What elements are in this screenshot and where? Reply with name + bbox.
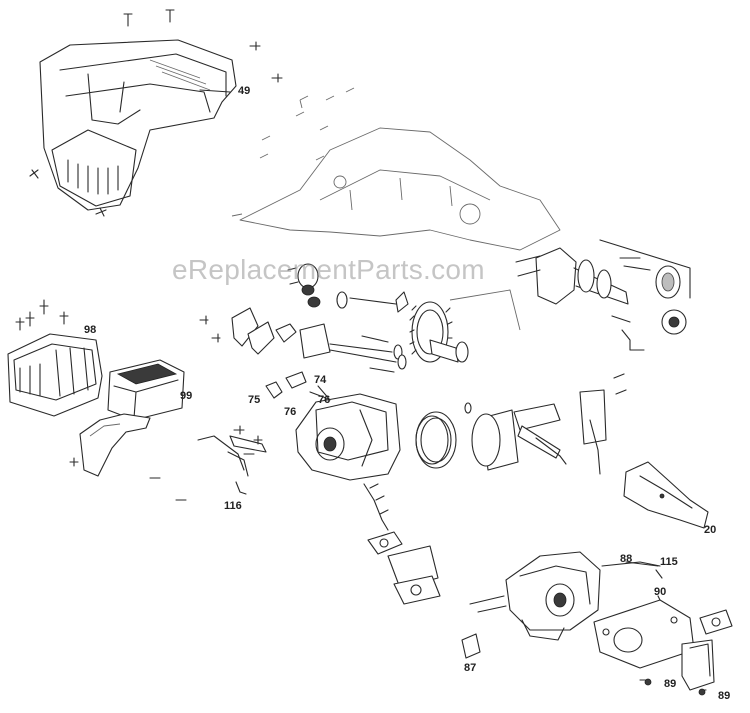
piston-part [415, 373, 627, 475]
shroud-screws [29, 9, 283, 217]
part-label-87: 87 [464, 662, 477, 674]
watermark-text: eReplacementParts.com [172, 254, 485, 285]
part-label-20: 20 [704, 524, 717, 536]
intake-elbow-part [69, 413, 187, 501]
carb-bracket-part [593, 599, 733, 696]
part-label-75: 75 [248, 394, 261, 406]
heat-shield-part [623, 461, 709, 529]
part-label-99: 99 [180, 390, 193, 402]
governor-linkage-part [197, 425, 267, 495]
part-label-74: 74 [314, 374, 327, 386]
crankcase-cover-part [231, 87, 561, 251]
part-label-90: 90 [654, 586, 667, 598]
carburetor-part [461, 551, 661, 659]
part-label-89-left: 89 [664, 678, 677, 690]
part-label-98: 98 [84, 324, 97, 336]
engine-shroud-part [39, 39, 237, 211]
camshaft-gear-part [409, 289, 521, 363]
air-cleaner-cover-part [7, 299, 103, 417]
air-filter-part [107, 359, 185, 421]
intake-gaskets-part [367, 531, 441, 605]
part-label-115: 115 [660, 556, 678, 568]
valve-train-part [199, 263, 409, 373]
part-label-88: 88 [620, 553, 633, 565]
part-label-76-right: 76 [318, 394, 331, 406]
part-label-76-left: 76 [284, 406, 297, 418]
part-label-49: 49 [238, 85, 251, 97]
part-label-89-right: 89 [718, 690, 731, 702]
part-label-116: 116 [224, 500, 242, 512]
crankshaft-part [515, 239, 691, 351]
label-leader-lines [625, 561, 663, 601]
cylinder-block-part [265, 371, 401, 531]
